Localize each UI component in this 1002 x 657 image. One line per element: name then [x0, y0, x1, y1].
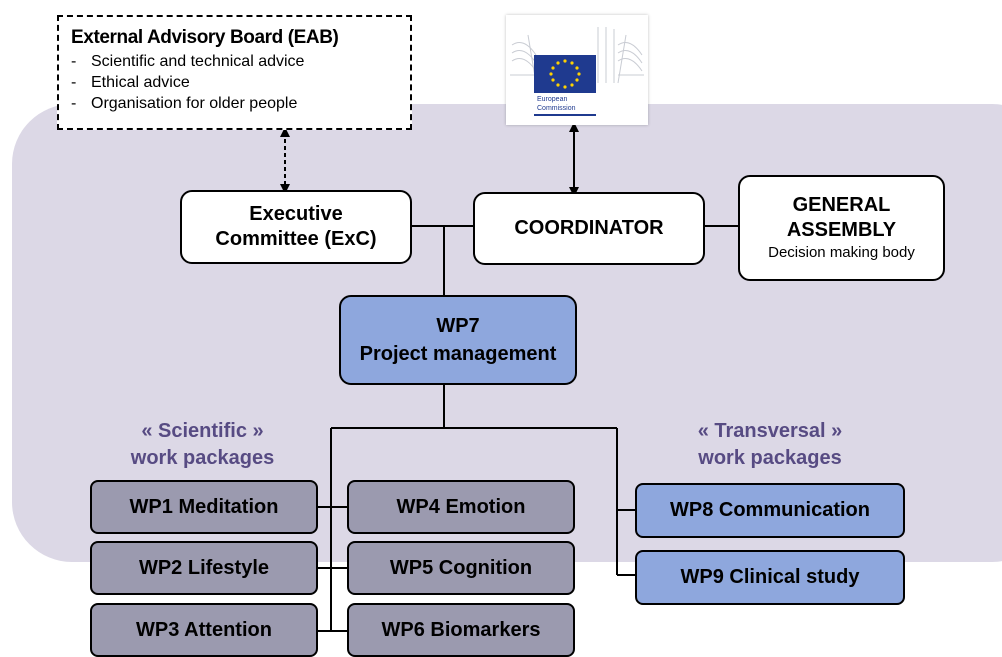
- coordinator-label: COORDINATOR: [514, 217, 664, 239]
- general-assembly-box: GENERAL ASSEMBLY Decision making body: [738, 175, 945, 281]
- transversal-label-line2: work packages: [698, 447, 842, 469]
- wp7-project-management-box: WP7 Project management: [339, 295, 577, 385]
- ec-logo-line1: European: [537, 96, 568, 103]
- transversal-label-line1: « Transversal »: [697, 420, 843, 442]
- general-assembly-subtitle: Decision making body: [768, 244, 915, 261]
- eab-item: Scientific and technical advice: [71, 51, 398, 72]
- eab-list: Scientific and technical advice Ethical …: [71, 51, 398, 114]
- wp3-attention-box: WP3 Attention: [90, 603, 318, 657]
- wp4-emotion-box: WP4 Emotion: [347, 480, 575, 534]
- european-commission-logo: European Commission: [506, 15, 648, 125]
- executive-line1: Executive: [249, 203, 343, 225]
- wp6-biomarkers-box: WP6 Biomarkers: [347, 603, 575, 657]
- wp1-meditation-box: WP1 Meditation: [90, 480, 318, 534]
- eab-item: Organisation for older people: [71, 93, 398, 114]
- wp2-lifestyle-box: WP2 Lifestyle: [90, 541, 318, 595]
- wp7-line2: Project management: [359, 343, 557, 365]
- scientific-label-line1: « Scientific »: [141, 420, 264, 442]
- scientific-label-line2: work packages: [130, 447, 275, 469]
- ec-logo-line2: Commission: [537, 105, 576, 112]
- scientific-group-label: « Scientific » work packages: [100, 418, 305, 472]
- coordinator-box: COORDINATOR: [473, 192, 705, 265]
- executive-committee-box: Executive Committee (ExC): [180, 190, 412, 264]
- executive-line2: Committee (ExC): [215, 228, 377, 250]
- external-advisory-board: External Advisory Board (EAB) Scientific…: [57, 15, 412, 130]
- wp9-clinical-study-box: WP9 Clinical study: [635, 550, 905, 605]
- general-assembly-line2: ASSEMBLY: [786, 219, 897, 241]
- wp7-line1: WP7: [436, 315, 480, 337]
- eab-item: Ethical advice: [71, 72, 398, 93]
- eab-title: External Advisory Board (EAB): [71, 27, 339, 48]
- transversal-group-label: « Transversal » work packages: [665, 418, 875, 472]
- general-assembly-line1: GENERAL: [792, 194, 891, 216]
- ec-building-icon: [510, 27, 644, 116]
- ec-logo-text: European Commission: [537, 95, 576, 113]
- wp8-communication-box: WP8 Communication: [635, 483, 905, 538]
- wp5-cognition-box: WP5 Cognition: [347, 541, 575, 595]
